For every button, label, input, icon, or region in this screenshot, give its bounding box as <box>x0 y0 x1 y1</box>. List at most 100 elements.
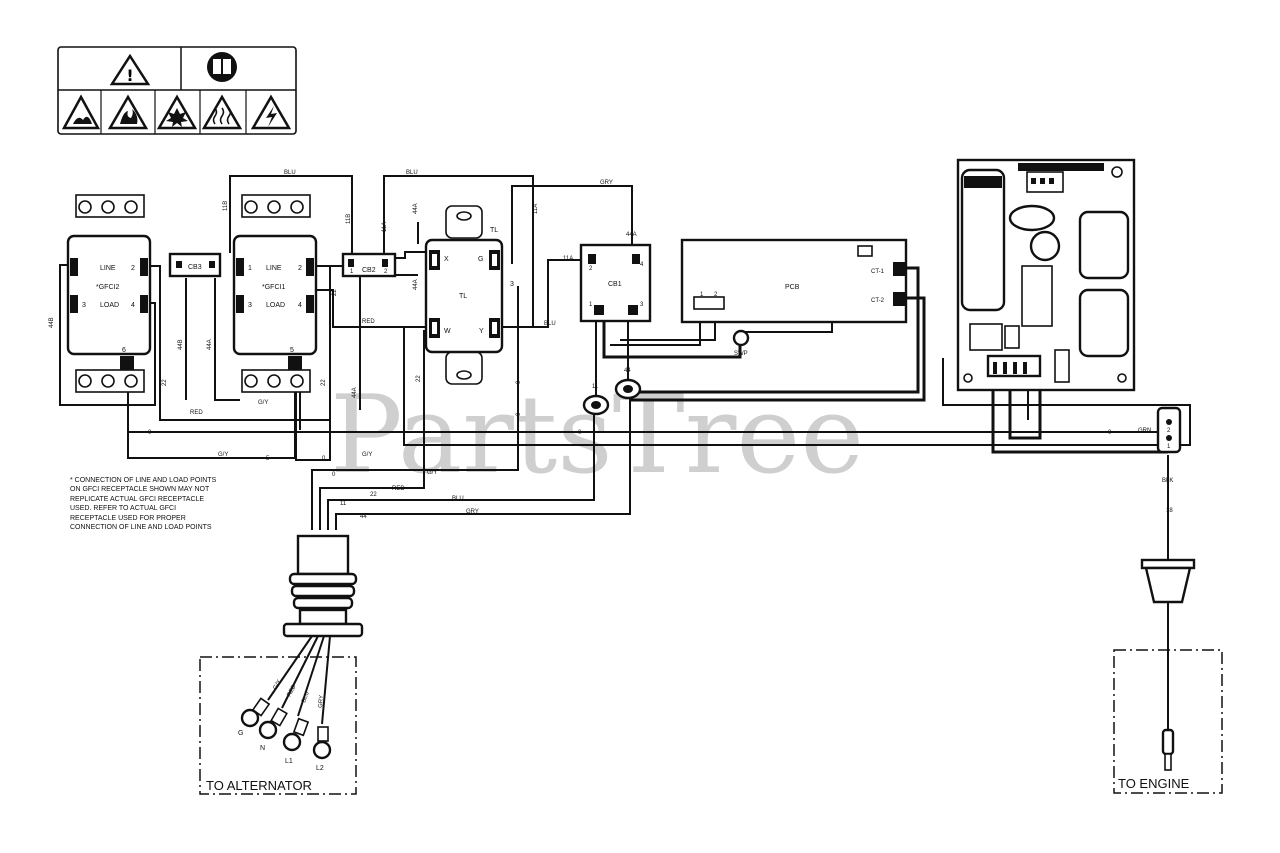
gfci1-terminal-2: 2 <box>298 265 302 272</box>
swp-label: SWP <box>734 351 748 357</box>
cb1-breaker: 2 4 CB1 1 3 <box>579 243 652 323</box>
fire-hazard-icon <box>107 94 149 130</box>
engine-label: TO ENGINE <box>1118 776 1190 791</box>
wire-red-b: RED <box>362 319 375 325</box>
svg-text:!: ! <box>126 66 133 85</box>
wire-11b-a: 11B <box>223 201 229 211</box>
ground-pin-1: 1 <box>1167 444 1171 450</box>
gfci2-terminal-6: 6 <box>122 347 126 354</box>
shock-hazard-icon <box>250 94 292 130</box>
pcb-board: 1 2 PCB CT-1 CT-2 SWP <box>680 238 908 357</box>
wire-gry-top: GRY <box>600 180 613 186</box>
safety-warning-label: ! <box>57 46 297 135</box>
wire-labels: 44B 44B 44A 22 22 22 22 22 11B 11B 11A 1… <box>49 170 1173 520</box>
pcb-terminal-1: 1 <box>700 292 704 298</box>
watermark: PartsTree <box>330 373 864 498</box>
wire-red-c: RED <box>392 486 405 492</box>
terminal-g-label: G <box>238 730 243 737</box>
gfci2-terminal-2: 2 <box>131 265 135 272</box>
gfci1-terminal-1: 1 <box>248 265 252 272</box>
cb3-label: CB3 <box>188 264 202 271</box>
gfci1-receptacle: LINE *GFCI1 LOAD 1 2 3 4 5 <box>232 194 318 393</box>
cb2-terminal-1: 1 <box>350 269 354 275</box>
wire-11-ring: 11 <box>592 384 599 390</box>
wire-44-ring: 44 <box>624 368 631 374</box>
wire-22-c: 22 <box>332 289 338 296</box>
ring-terminal-l1 <box>282 717 310 752</box>
wire-0-a: 0 <box>516 380 522 384</box>
alternator-connector-boot: G N L1 L2 G/Y RED BLU GRY <box>238 534 364 772</box>
gfci1-line-label: LINE <box>266 265 282 272</box>
pcb-terminal-2: 2 <box>714 292 718 298</box>
wire-color-gy: G/Y <box>273 679 283 691</box>
wire-color-blu: BLU <box>301 691 311 704</box>
wire-gry-b: GRY <box>466 509 479 515</box>
wire-44b-mid: 44B <box>178 339 184 350</box>
wire-0-f: 0 <box>322 456 326 462</box>
wire-22-e: 22 <box>370 492 377 498</box>
gfci2-receptacle: LINE *GFCI2 LOAD 2 3 4 6 <box>66 194 152 393</box>
wire-color-gry: GRY <box>318 695 325 708</box>
gfci1-terminal-3: 3 <box>248 302 252 309</box>
wire-11a-c: 11A <box>563 256 573 262</box>
wire-44a-a: 44A <box>413 203 419 214</box>
tl-terminal-x: X <box>444 256 449 263</box>
wire-44a-b: 44A <box>413 279 419 290</box>
read-manual-icon <box>207 52 237 82</box>
pcb-label: PCB <box>785 284 800 291</box>
wire-11a-b: 11A <box>533 204 539 214</box>
gfci2-load-label: LOAD <box>100 302 119 309</box>
cb2-label: CB2 <box>362 267 376 274</box>
gfci1-name: *GFCI1 <box>262 284 285 291</box>
explosion-hazard-icon <box>156 94 198 130</box>
wire-44a-mid: 44A <box>207 339 213 350</box>
alternator-label: TO ALTERNATOR <box>206 778 312 793</box>
ring-terminal-g <box>240 697 271 728</box>
tl-terminal-w: W <box>444 328 451 335</box>
tl-terminal-g: G <box>478 256 483 263</box>
cb1-terminal-1: 1 <box>589 302 593 308</box>
warning-triangle-icon: ! <box>109 53 151 86</box>
tl-terminal-y: Y <box>479 328 484 335</box>
cb2-terminal-2: 2 <box>384 269 388 275</box>
wire-22-b: 22 <box>321 379 327 386</box>
cb1-terminal-3: 3 <box>640 302 644 308</box>
cb3-breaker: CB3 <box>168 252 222 278</box>
engine-boot-connector <box>1140 558 1196 604</box>
tl-transformer: TL TL X G W Y 3 <box>424 205 514 385</box>
wire-11-bottom: 11 <box>340 501 347 507</box>
tl-terminal-3: 3 <box>510 281 514 288</box>
wire-0-grn: 0 <box>1108 430 1112 436</box>
engine-spade-terminal <box>1161 728 1175 771</box>
wiring-harness <box>59 175 1191 730</box>
wire-0-b: 0 <box>516 412 522 416</box>
wire-blu-a: BLU <box>544 321 556 327</box>
wire-gy-a: G/Y <box>218 452 228 458</box>
gfci2-terminal-3: 3 <box>82 302 86 309</box>
wire-gy-d: G/Y <box>427 470 437 476</box>
wire-5: 5 <box>266 456 270 462</box>
wire-11b-b: 11B <box>346 214 352 224</box>
cb1-terminal-4: 4 <box>640 262 644 268</box>
wire-blk: BLK <box>1162 478 1173 484</box>
gfci1-terminal-4: 4 <box>298 302 302 309</box>
cb1-label: CB1 <box>608 281 622 288</box>
wire-gy-c: G/Y <box>362 452 372 458</box>
alternator-region <box>199 656 357 795</box>
asphyxiation-hazard-icon <box>61 94 101 130</box>
ring-terminal-n <box>258 707 288 740</box>
gfci2-line-label: LINE <box>100 265 116 272</box>
wire-gy-b: G/Y <box>258 400 268 406</box>
tl-label: TL <box>490 227 498 234</box>
ring-terminal-l2 <box>312 726 332 760</box>
gfci2-terminal-4: 4 <box>131 302 135 309</box>
terminal-l1-label: L1 <box>285 758 293 765</box>
wire-0-c: 0 <box>148 430 152 436</box>
pcb-ct2-label: CT-2 <box>871 298 885 304</box>
wire-color-red: RED <box>286 683 298 698</box>
terminal-n-label: N <box>260 745 265 752</box>
wire-red-a: RED <box>190 410 203 416</box>
control-module-board <box>956 158 1136 392</box>
wire-blu-top-2: BLU <box>406 170 418 176</box>
